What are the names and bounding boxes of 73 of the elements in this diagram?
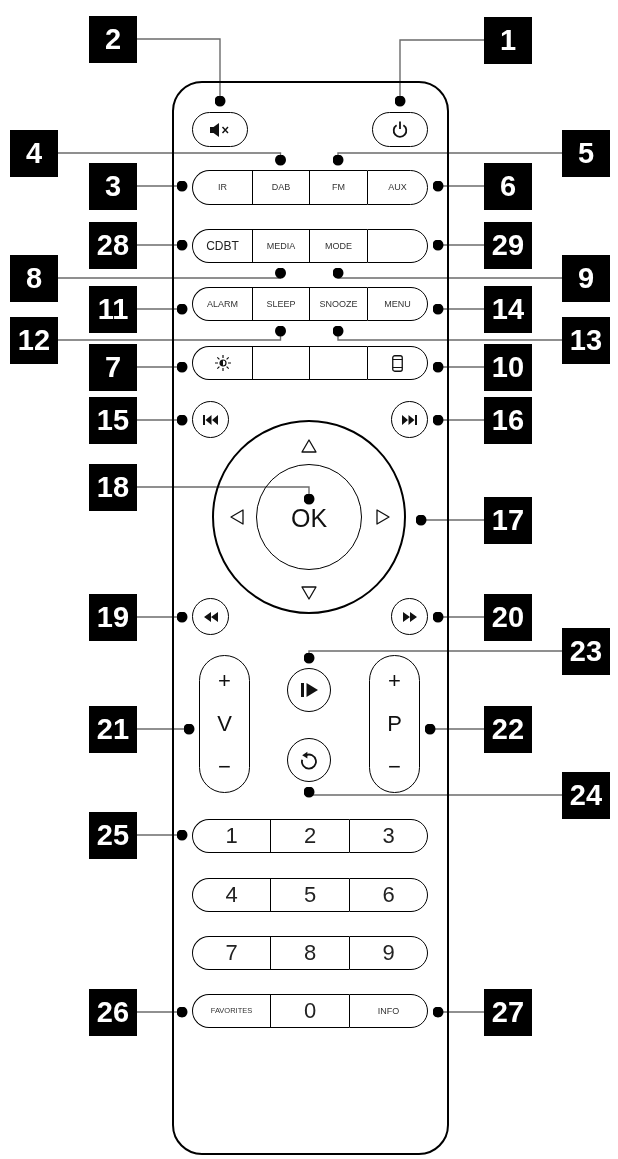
blank-key bbox=[252, 346, 309, 380]
callout-number: 10 bbox=[484, 343, 532, 391]
leader-line bbox=[424, 723, 485, 735]
leader-line bbox=[303, 786, 563, 798]
leader-line bbox=[432, 239, 485, 251]
leader-line bbox=[432, 1006, 485, 1018]
leader-line bbox=[415, 514, 485, 526]
callout-number: 3 bbox=[89, 162, 137, 210]
icon-key bbox=[367, 346, 428, 380]
callout-number: 19 bbox=[89, 593, 137, 641]
leader-line bbox=[332, 152, 563, 166]
remote-key: 2 bbox=[270, 819, 349, 853]
navigation-ring bbox=[212, 420, 406, 614]
callout-number: 17 bbox=[484, 496, 532, 544]
callout-number: 11 bbox=[89, 285, 137, 333]
callout-number: 5 bbox=[562, 129, 610, 177]
leader-line bbox=[432, 414, 485, 426]
callout-number: 26 bbox=[89, 988, 137, 1036]
remote-key: SLEEP bbox=[252, 287, 309, 321]
remote-key: 8 bbox=[270, 936, 349, 970]
callout-number: 18 bbox=[89, 463, 137, 511]
leader-line bbox=[136, 361, 188, 373]
callout-number: 4 bbox=[10, 129, 58, 177]
callout-number: 27 bbox=[484, 988, 532, 1036]
leader-line bbox=[136, 611, 188, 623]
callout-number: 16 bbox=[484, 396, 532, 444]
leader-line bbox=[432, 611, 485, 623]
leader-line bbox=[332, 267, 563, 279]
callout-number: 15 bbox=[89, 396, 137, 444]
leader-line bbox=[136, 829, 188, 841]
leader-line bbox=[57, 152, 286, 166]
remote-key: SNOOZE bbox=[309, 287, 367, 321]
callout-number: 29 bbox=[484, 221, 532, 269]
leader-line bbox=[432, 180, 485, 192]
callout-number: 9 bbox=[562, 254, 610, 302]
leader-line bbox=[303, 650, 563, 664]
leader-line bbox=[394, 39, 485, 107]
callout-number: 21 bbox=[89, 705, 137, 753]
callout-number: 22 bbox=[484, 705, 532, 753]
remote-key: 0 bbox=[270, 994, 349, 1028]
remote-key: MODE bbox=[309, 229, 367, 263]
callout-number: 20 bbox=[484, 593, 532, 641]
callout-number: 14 bbox=[484, 285, 532, 333]
leader-line bbox=[57, 267, 286, 279]
leader-line bbox=[432, 303, 485, 315]
leader-line bbox=[136, 180, 188, 192]
callout-number: 12 bbox=[10, 316, 58, 364]
blank-key bbox=[309, 346, 367, 380]
remote-control-body bbox=[172, 81, 449, 1155]
callout-number: 13 bbox=[562, 316, 610, 364]
leader-line bbox=[136, 414, 188, 426]
callout-number: 23 bbox=[562, 627, 610, 675]
remote-key: DAB bbox=[252, 170, 309, 205]
leader-line bbox=[136, 38, 226, 107]
remote-key: MEDIA bbox=[252, 229, 309, 263]
leader-line bbox=[136, 239, 188, 251]
callout-number: 2 bbox=[89, 15, 137, 63]
leader-line bbox=[432, 361, 485, 373]
callout-number: 1 bbox=[484, 16, 532, 64]
callout-number: 28 bbox=[89, 221, 137, 269]
leader-line bbox=[57, 325, 286, 341]
callout-number: 24 bbox=[562, 771, 610, 819]
callout-number: 7 bbox=[89, 343, 137, 391]
callout-number: 25 bbox=[89, 811, 137, 859]
leader-line bbox=[332, 325, 563, 341]
callout-number: 6 bbox=[484, 162, 532, 210]
leader-line bbox=[136, 723, 195, 735]
leader-line bbox=[136, 303, 188, 315]
callout-number: 8 bbox=[10, 254, 58, 302]
leader-line bbox=[136, 486, 315, 505]
remote-key: FM bbox=[309, 170, 367, 205]
remote-key: 5 bbox=[270, 878, 349, 912]
leader-line bbox=[136, 1006, 188, 1018]
